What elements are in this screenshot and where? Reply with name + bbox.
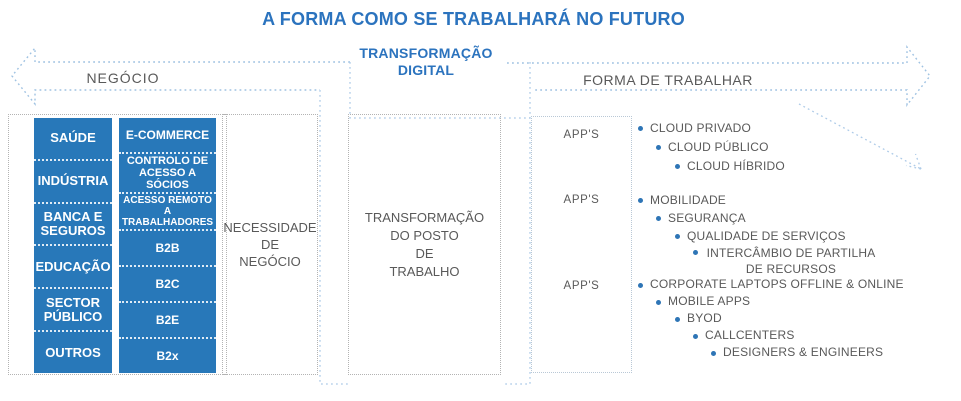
- list-item: BYOD: [675, 310, 904, 327]
- bullet-icon: [693, 333, 698, 339]
- sector-cell: OUTROS: [34, 330, 112, 373]
- bullet-icon: [675, 316, 680, 322]
- bullet-icon: [675, 233, 680, 239]
- bullet-icon: [693, 250, 698, 255]
- channel-cell: B2E: [119, 301, 216, 337]
- list-item-label: CLOUD PRIVADO: [650, 121, 752, 135]
- apps-label: APP'S: [563, 280, 600, 292]
- cloud-list: CLOUD PRIVADO CLOUD PÚBLICO CLOUD HÍBRID…: [638, 119, 785, 176]
- list-item: SEGURANÇA: [656, 209, 879, 227]
- list-item-label: CORPORATE LAPTOPS OFFLINE & ONLINE: [650, 277, 904, 291]
- mobility-list: MOBILIDADE SEGURANÇA QUALIDADE DE SERVIÇ…: [638, 191, 879, 277]
- list-item-label: CLOUD PÚBLICO: [668, 140, 769, 154]
- diagonal-arrow: [798, 103, 922, 170]
- list-item: INTERCÂMBIO DE PARTILHA DE RECURSOS: [693, 245, 879, 277]
- sector-cell: INDÚSTRIA: [34, 158, 112, 202]
- bullet-icon: [638, 125, 643, 131]
- page-title: A FORMA COMO SE TRABALHARÁ NO FUTURO: [262, 9, 685, 29]
- list-item: CLOUD PRIVADO: [638, 119, 785, 138]
- business-sectors-panel: SAÚDE INDÚSTRIA BANCA E SEGUROS EDUCAÇÃO…: [8, 114, 227, 375]
- channel-cell: ACESSO REMOTO A TRABALHADORES: [119, 192, 216, 229]
- bullet-icon: [638, 197, 643, 203]
- left-arrow-label: NEGÓCIO: [86, 70, 160, 86]
- sectors-column: SAÚDE INDÚSTRIA BANCA E SEGUROS EDUCAÇÃO…: [34, 118, 112, 373]
- channel-cell: B2x: [119, 337, 216, 373]
- left-arrow-outline: [11, 46, 350, 106]
- list-item-label: MOBILIDADE: [650, 193, 727, 207]
- list-item: DESIGNERS & ENGINEERS: [711, 344, 904, 361]
- bullet-icon: [638, 282, 643, 288]
- list-item: MOBILIDADE: [638, 191, 879, 209]
- list-item-label: BYOD: [687, 311, 722, 325]
- list-item-label: CLOUD HÍBRIDO: [687, 159, 785, 173]
- channel-cell: CONTROLO DE ACESSO A SÓCIOS: [119, 152, 216, 192]
- bullet-icon: [711, 350, 716, 356]
- channel-cell: B2C: [119, 265, 216, 301]
- list-item-label: QUALIDADE DE SERVIÇOS: [687, 229, 846, 243]
- sector-cell: SAÚDE: [34, 118, 112, 159]
- list-item: CLOUD PÚBLICO: [656, 138, 785, 157]
- list-item: CALLCENTERS: [693, 327, 904, 344]
- list-item-label: DESIGNERS & ENGINEERS: [723, 345, 884, 359]
- list-item: MOBILE APPS: [656, 293, 904, 310]
- sector-cell: SECTOR PÚBLICO: [34, 287, 112, 331]
- right-arrow-outline: [507, 44, 931, 108]
- center-band-label: TRANSFORMAÇÃO DIGITAL: [359, 45, 493, 78]
- apps-label: APP'S: [563, 129, 600, 141]
- right-arrow-label: FORMA DE TRABALHAR: [583, 72, 753, 88]
- workplace-transformation-box: TRANSFORMAÇÃO DO POSTO DE TRABALHO: [348, 114, 501, 375]
- center-channel-right-line: [502, 62, 531, 385]
- sector-cell: BANCA E SEGUROS: [34, 201, 112, 245]
- apps-label: APP'S: [563, 194, 600, 206]
- channels-column: E-COMMERCE CONTROLO DE ACESSO A SÓCIOS A…: [119, 118, 216, 373]
- list-item: CORPORATE LAPTOPS OFFLINE & ONLINE: [638, 276, 904, 293]
- devices-list: CORPORATE LAPTOPS OFFLINE & ONLINE MOBIL…: [638, 276, 904, 361]
- channel-cell: B2B: [119, 229, 216, 265]
- list-item: CLOUD HÍBRIDO: [675, 157, 785, 176]
- list-item: QUALIDADE DE SERVIÇOS: [675, 227, 879, 245]
- list-item-label: MOBILE APPS: [668, 294, 751, 308]
- list-item-label: CALLCENTERS: [705, 328, 795, 342]
- center-channel-left-line: [319, 90, 350, 385]
- bullet-icon: [656, 215, 661, 221]
- center-notch-line: [349, 62, 530, 119]
- bullet-icon: [675, 163, 680, 169]
- channel-cell: E-COMMERCE: [119, 118, 216, 152]
- bullet-icon: [656, 144, 661, 150]
- list-item-label: SEGURANÇA: [668, 211, 746, 225]
- bullet-icon: [656, 299, 661, 305]
- apps-box: APP'S APP'S APP'S: [531, 116, 632, 373]
- list-item-label: INTERCÂMBIO DE PARTILHA DE RECURSOS: [706, 246, 876, 276]
- business-need-box: NECESSIDADE DE NEGÓCIO: [222, 114, 318, 375]
- sector-cell: EDUCAÇÃO: [34, 244, 112, 288]
